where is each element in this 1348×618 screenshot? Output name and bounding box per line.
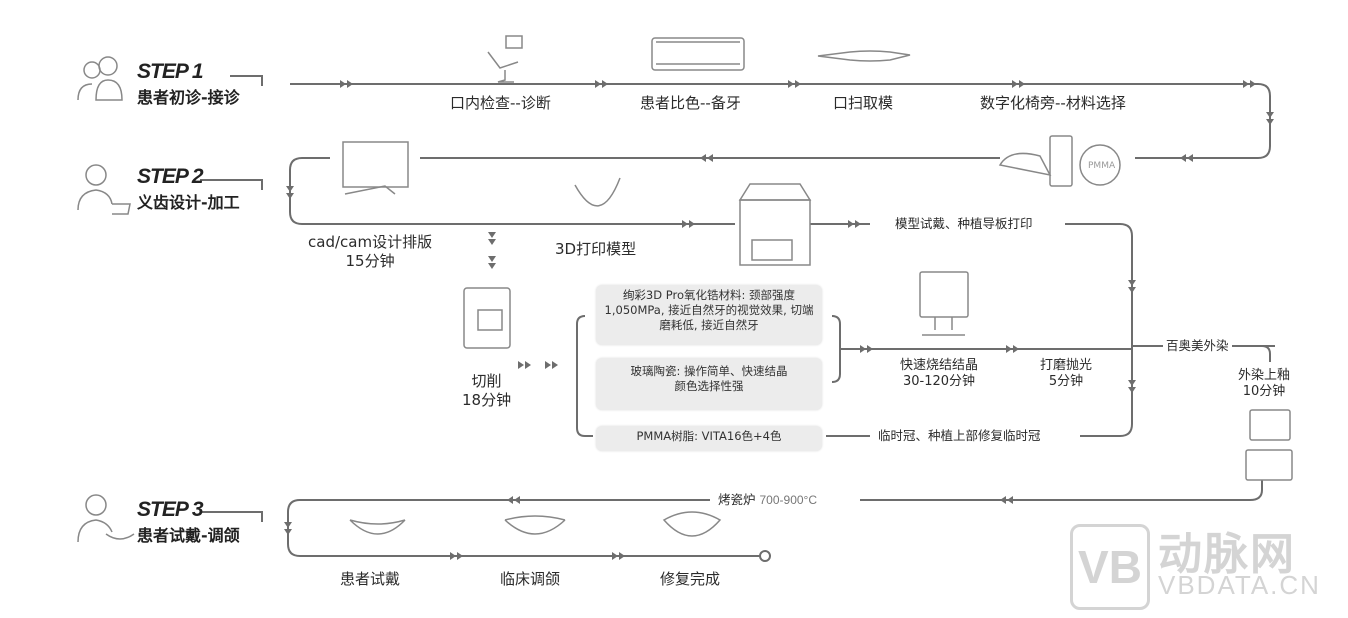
material-zirconia-line3: 磨耗低, 接近自然牙 bbox=[659, 318, 759, 332]
node-chairside: 数字化椅旁--材料选择 bbox=[980, 94, 1126, 112]
user-tooth-icon bbox=[77, 164, 131, 215]
material-bottle-icon bbox=[998, 135, 1121, 187]
intraoral-scanner-icon bbox=[817, 50, 911, 62]
watermark-cn: 动脉网 bbox=[1158, 529, 1296, 580]
watermark-logo: VB bbox=[1070, 524, 1150, 610]
material-pmma-box: PMMA树脂: VITA16色+4色 bbox=[596, 426, 822, 451]
glaze-time: 10分钟 bbox=[1242, 384, 1286, 399]
node-complete: 修复完成 bbox=[660, 570, 721, 588]
cad-time: 15分钟 bbox=[345, 252, 395, 270]
dental-chair-icon bbox=[487, 35, 523, 83]
node-occlusal-adjust: 临床调颌 bbox=[500, 570, 561, 588]
glaze-label: 外染上釉 10分钟 bbox=[1238, 368, 1290, 400]
glaze-furnace-icon bbox=[1245, 409, 1293, 481]
polish-title: 打磨抛光 bbox=[1040, 358, 1093, 373]
furnace-title: 烤瓷炉 bbox=[718, 492, 756, 507]
temp-crown-label: 临时冠、种植上部修复临时冠 bbox=[878, 428, 1041, 443]
material-glass-ceramic-box: 玻璃陶瓷: 操作简单、快速结晶 颜色选择性强 bbox=[596, 358, 822, 410]
shade-guide-icon bbox=[651, 37, 745, 71]
pmma-badge: PMMA bbox=[1088, 161, 1116, 171]
milling-title: 切削 bbox=[471, 372, 502, 390]
step-3-number: STEP 3 bbox=[137, 498, 204, 521]
print-model-label: 3D打印模型 bbox=[555, 240, 637, 258]
cad-title: cad/cam设计排版 bbox=[308, 233, 433, 251]
denture-model-icon bbox=[574, 177, 621, 207]
glaze-title: 外染上釉 bbox=[1238, 368, 1291, 383]
milling-label: 切削 18分钟 bbox=[462, 372, 511, 410]
print-output-label: 模型试戴、种植导板打印 bbox=[895, 216, 1033, 231]
material-glass-line2: 颜色选择性强 bbox=[674, 379, 744, 393]
step-2-title: 义齿设计-加工 bbox=[137, 193, 240, 212]
user-denture-icon bbox=[77, 494, 135, 543]
milling-machine-icon bbox=[463, 287, 511, 349]
node-try-in: 患者试戴 bbox=[340, 570, 401, 588]
denture-icon bbox=[349, 519, 406, 535]
furnace-temp: 700-900°C bbox=[759, 493, 818, 507]
material-pmma-line1: PMMA树脂: VITA16色+4色 bbox=[636, 429, 782, 443]
cad-label: cad/cam设计排版 15分钟 bbox=[308, 233, 432, 271]
teeth-arch-icon bbox=[504, 515, 566, 535]
material-zirconia-line2: 1,050MPa, 接近自然牙的视觉效果, 切端 bbox=[604, 303, 814, 317]
step-1-number: STEP 1 bbox=[137, 60, 204, 83]
step1-connector bbox=[230, 75, 263, 86]
polish-time: 5分钟 bbox=[1048, 374, 1084, 389]
polish-label: 打磨抛光 5分钟 bbox=[1040, 358, 1092, 390]
milling-time: 18分钟 bbox=[462, 391, 512, 409]
step-1-header: STEP 1 患者初诊-接诊 bbox=[137, 60, 240, 108]
step-3-header: STEP 3 患者试戴-调颌 bbox=[137, 498, 240, 546]
stain-route-label: 百奥美外染 bbox=[1163, 338, 1232, 354]
step-2-header: STEP 2 义齿设计-加工 bbox=[137, 165, 240, 213]
material-zirconia-line1: 绚彩3D Pro氧化锆材料: 颈部强度 bbox=[622, 288, 796, 302]
step-1-title: 患者初诊-接诊 bbox=[137, 88, 240, 107]
sinter-time: 30-120分钟 bbox=[902, 374, 976, 389]
node-shade-match: 患者比色--备牙 bbox=[640, 94, 741, 112]
step-3-title: 患者试戴-调颌 bbox=[137, 526, 240, 545]
material-zirconia-box: 绚彩3D Pro氧化锆材料: 颈部强度 1,050MPa, 接近自然牙的视觉效果… bbox=[596, 285, 822, 345]
node-oral-exam: 口内检查--诊断 bbox=[450, 94, 551, 112]
material-glass-line1: 玻璃陶瓷: 操作简单、快速结晶 bbox=[630, 364, 788, 378]
group-users-icon bbox=[77, 56, 123, 101]
furnace-label: 烤瓷炉 700-900°C bbox=[718, 492, 817, 508]
smile-icon bbox=[662, 511, 722, 537]
3d-printer-icon bbox=[738, 183, 812, 266]
monitor-icon bbox=[342, 141, 409, 195]
watermark-en: VBDATA.CN bbox=[1158, 570, 1321, 600]
sinter-title: 快速烧结结晶 bbox=[900, 358, 979, 373]
sintering-furnace-icon bbox=[919, 271, 969, 336]
step-2-number: STEP 2 bbox=[137, 165, 204, 188]
node-intraoral-scan: 口扫取模 bbox=[833, 94, 894, 112]
sinter-label: 快速烧结结晶 30-120分钟 bbox=[900, 358, 978, 390]
